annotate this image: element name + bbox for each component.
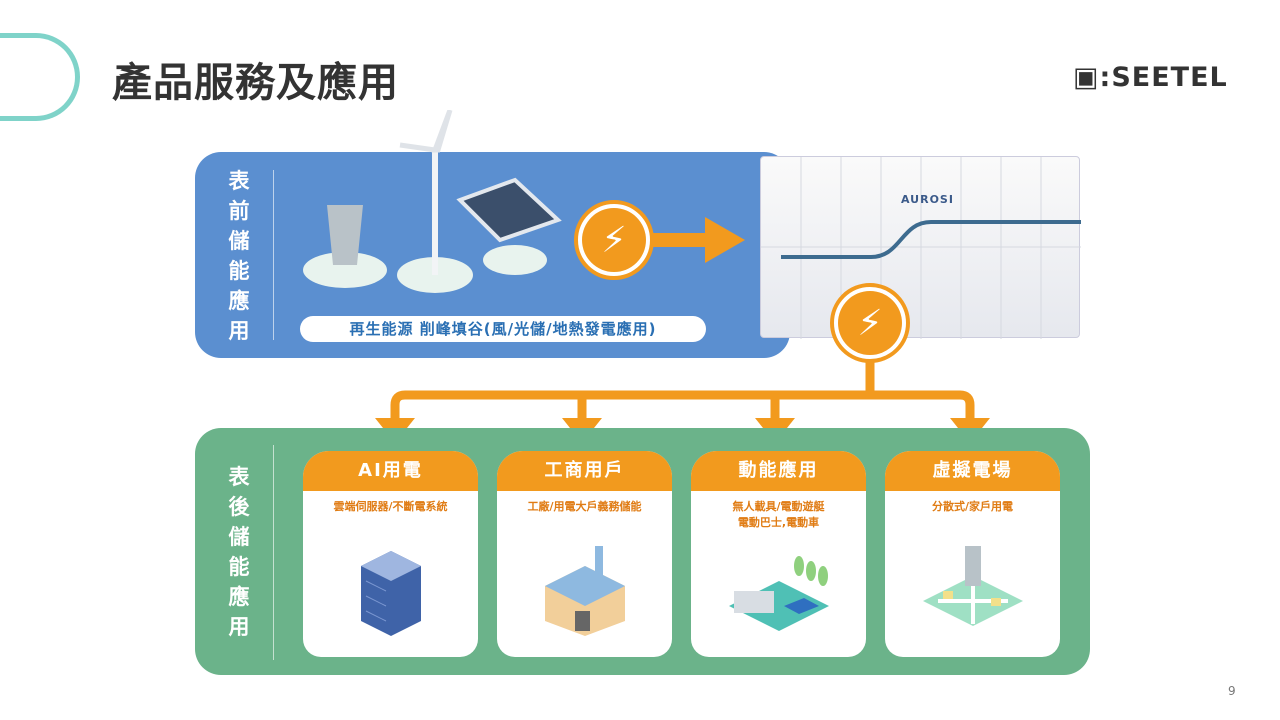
front-caption: 再生能源 削峰填谷(風/光儲/地熱發電應用)	[300, 316, 706, 342]
lightning-badge: ⚡	[830, 283, 910, 363]
label-char: 應	[228, 289, 250, 313]
card-virtual-power-plant: 虛擬電場 分散式/家戶用電	[885, 451, 1060, 657]
label-char: 儲	[228, 229, 250, 253]
card-title: 動能應用	[691, 451, 866, 491]
factory-icon	[545, 546, 625, 636]
card-ai-power: AI用電 雲端伺服器/不斷電系統	[303, 451, 478, 657]
battery-container: AUROSI	[760, 156, 1081, 339]
ev-charging-icon	[729, 556, 829, 631]
server-rack-icon	[361, 551, 421, 636]
card-desc: 分散式/家戶用電	[931, 500, 1014, 513]
label-char: 能	[228, 259, 250, 283]
label-char: 後	[228, 495, 250, 519]
label-char: 用	[228, 615, 250, 639]
label-char: 用	[228, 319, 250, 343]
label-char: 前	[228, 199, 250, 223]
front-label: 表前儲能應用	[224, 166, 254, 346]
label-char: 能	[228, 555, 250, 579]
page-title: 產品服務及應用	[112, 60, 399, 106]
seetel-logo: ▣:SEETEL	[1073, 62, 1228, 93]
card-title: 虛擬電場	[885, 451, 1060, 491]
card-mobility: 動能應用 無人載具/電動遊艇 電動巴士,電動車	[691, 451, 866, 657]
label-char: 表	[228, 169, 250, 193]
label-char: 應	[228, 585, 250, 609]
wind-turbine-icon	[432, 150, 438, 275]
label-char: 儲	[228, 525, 250, 549]
arrow-right-icon	[650, 217, 745, 263]
behind-label: 表後儲能應用	[224, 462, 254, 642]
label-char: 表	[228, 465, 250, 489]
logo-text: SEETEL	[1111, 62, 1228, 93]
card-title: AI用電	[303, 451, 478, 491]
lightning-badge: ⚡	[574, 200, 654, 280]
card-desc: 工廠/用電大戶義務儲能	[527, 500, 642, 513]
renewable-energy-illustration	[303, 110, 562, 293]
lightning-icon: ⚡	[582, 208, 646, 272]
cooling-tower-icon	[327, 205, 363, 265]
container-brand: AUROSI	[901, 193, 954, 206]
decorative-arc	[0, 33, 80, 121]
card-title: 工商用戶	[497, 451, 672, 491]
city-grid-icon	[923, 546, 1023, 626]
card-commercial-users: 工商用戶 工廠/用電大戶義務儲能	[497, 451, 672, 657]
solar-panel-icon	[456, 177, 562, 243]
divider	[273, 170, 274, 340]
card-desc: 電動巴士,電動車	[737, 516, 820, 529]
page-number: 9	[1228, 684, 1236, 698]
divider	[273, 445, 274, 660]
card-desc: 雲端伺服器/不斷電系統	[333, 500, 448, 513]
lightning-icon: ⚡	[838, 291, 902, 355]
card-desc: 無人載具/電動遊艇	[732, 500, 825, 513]
